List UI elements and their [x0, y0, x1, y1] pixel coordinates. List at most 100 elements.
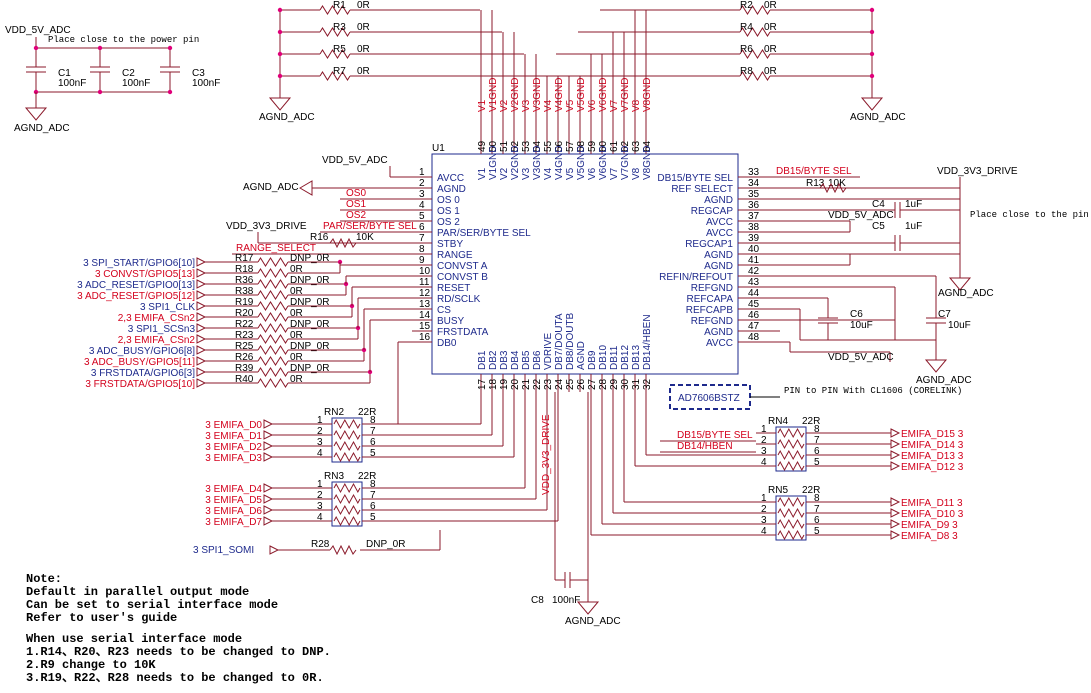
bottom-pin-name-18: DB2	[488, 350, 499, 370]
rn-pinr-2-2: 6	[814, 446, 820, 457]
right-nets-group: DB15/BYTE SEL R13 10K VDD_3V3_DRIVE C4 1…	[760, 166, 1089, 386]
rn-value-0: 22R	[358, 407, 376, 418]
top-pin-num-64: 64	[642, 140, 653, 152]
r28-value: DNP_0R	[366, 539, 405, 550]
top-pin-num-59: 59	[587, 140, 598, 152]
left-res-value-10: DNP_0R	[290, 363, 329, 374]
top-pin-num-53: 53	[521, 140, 532, 152]
rn-signal-2-3: EMIFA_D12 3	[901, 462, 964, 473]
top-pin-name-57: V5	[565, 167, 576, 180]
left-pin-num-1: 1	[419, 167, 425, 178]
left-pin-num-2: 2	[419, 178, 425, 189]
right-pin-name-42: REFIN/REFOUT	[659, 272, 733, 283]
rn-signal-2-1: EMIFA_D14 3	[901, 440, 964, 451]
left-res-value-5: 0R	[290, 308, 303, 319]
note-line-7: 3.R19、R22、R28 needs to be changed to 0R.	[26, 671, 324, 685]
left-pin-num-13: 13	[419, 299, 431, 310]
rn-pinl-0-1: 2	[317, 426, 323, 437]
net-os1: OS1	[346, 199, 366, 210]
bottom-pin-name-22: DB6	[532, 350, 543, 370]
left-pin-num-5: 5	[419, 211, 425, 222]
left-pin-num-15: 15	[419, 321, 431, 332]
rn-ref-0: RN2	[324, 407, 344, 418]
top-pin-num-50: 50	[488, 140, 499, 152]
right-pin-num-44: 44	[748, 288, 760, 299]
top-pin-name-61: V7	[609, 167, 620, 180]
cap-ref-2: C3	[192, 68, 205, 79]
left-pin-num-16: 16	[419, 332, 431, 343]
bottom-pin-num-29: 29	[609, 378, 620, 390]
rn-pinl-3-2: 3	[761, 515, 767, 526]
bottom-pin-name-30: DB12	[620, 345, 631, 370]
left-pin-num-7: 7	[419, 233, 425, 244]
left-res-value-1: 0R	[290, 264, 303, 275]
top-pin-name-60: V6GND	[598, 146, 609, 180]
left-res-value-11: 0R	[290, 374, 303, 385]
bottom-pin-num-17: 17	[477, 378, 488, 390]
top-pin-net-56: V4GND	[554, 78, 565, 112]
bottom-pin-name-31: DB13	[631, 345, 642, 370]
net-parser: PAR/SER/BYTE SEL	[323, 221, 417, 232]
bottom-pin-name-23: VDRIVE	[543, 332, 554, 370]
right-vdd5a-label: VDD_5V_ADC	[828, 210, 894, 221]
rn-pinl-2-2: 3	[761, 446, 767, 457]
rn-signal-0-3: 3 EMIFA_D3	[205, 453, 262, 464]
rn-pinl-3-1: 2	[761, 504, 767, 515]
right-vdd33-label: VDD_3V3_DRIVE	[937, 166, 1018, 177]
rn-signal-1-0: 3 EMIFA_D4	[205, 484, 262, 495]
rn-pinr-1-0: 8	[370, 479, 376, 490]
left-signal-5: 2,3 EMIFA_CSn2	[118, 313, 196, 324]
left-pin-name-3: OS 0	[437, 195, 460, 206]
left-pin-name-2: AGND	[437, 184, 466, 195]
rn-signal-1-2: 3 EMIFA_D6	[205, 506, 262, 517]
top-right-res-ref-0: R2	[740, 0, 753, 11]
right-pin-num-37: 37	[748, 211, 760, 222]
rn-value-1: 22R	[358, 471, 376, 482]
top-pin-net-54: V3GND	[532, 78, 543, 112]
part-number: AD7606BSTZ	[678, 393, 740, 404]
top-pin-net-49: V1	[477, 99, 488, 112]
c7-ref: C7	[938, 309, 951, 320]
rn-pinl-1-2: 3	[317, 501, 323, 512]
top-pin-name-54: V3GND	[532, 146, 543, 180]
top-right-res-value-3: 0R	[764, 66, 777, 77]
right-pin-name-38: AVCC	[706, 228, 733, 239]
left-pin-num-14: 14	[419, 310, 431, 321]
c8-ref: C8	[531, 595, 544, 606]
left-res-ref-7: R23	[235, 330, 254, 341]
top-ground-right: AGND_ADC	[850, 112, 906, 123]
bottom-pin-num-18: 18	[488, 378, 499, 390]
bottom-pin-num-27: 27	[587, 378, 598, 390]
left-res-ref-11: R40	[235, 374, 254, 385]
notes-group: Note: Default in parallel output mode Ca…	[26, 572, 331, 685]
rn-signal-0-0: 3 EMIFA_D0	[205, 420, 262, 431]
rn-pinr-2-3: 5	[814, 457, 820, 468]
right-pin-num-38: 38	[748, 222, 760, 233]
top-left-res-value-3: 0R	[357, 66, 370, 77]
left-pin-name-7: STBY	[437, 239, 463, 250]
left-pin-name-8: RANGE	[437, 250, 473, 261]
top-left-res-value-1: 0R	[357, 22, 370, 33]
rn-ref-1: RN3	[324, 471, 344, 482]
left-pin-name-15: FRSTDATA	[437, 327, 489, 338]
left-nets-group: VDD_5V_ADC AGND_ADC OS0 OS1 OS2 PAR/SER/…	[77, 155, 417, 390]
top-pin-net-51: V2	[499, 99, 510, 112]
top-pin-name-64: V8GND	[642, 146, 653, 180]
c4-value: 1uF	[905, 199, 922, 210]
right-pin-num-48: 48	[748, 332, 760, 343]
right-pin-num-43: 43	[748, 277, 760, 288]
top-pin-net-55: V4	[543, 99, 554, 112]
right-pin-name-45: REFCAPB	[686, 305, 734, 316]
bottom-pin-num-25: 25	[565, 378, 576, 390]
rn-ref-3: RN5	[768, 485, 788, 496]
bottom-pin-num-21: 21	[521, 378, 532, 390]
r13-value: 10K	[828, 178, 846, 189]
right-pin-name-34: REF SELECT	[671, 184, 733, 195]
rn-pinl-1-3: 4	[317, 512, 323, 523]
bottom-pin-num-22: 22	[532, 378, 543, 390]
left-res-ref-4: R19	[235, 297, 254, 308]
right-pin-name-33: DB15/BYTE SEL	[657, 173, 733, 184]
adc-chip: U1 49V1V150V1GNDV1GND51V2V252V2GNDV2GND5…	[412, 10, 760, 392]
left-pin-name-1: AVCC	[437, 173, 464, 184]
rn-pinr-2-1: 7	[814, 435, 820, 446]
